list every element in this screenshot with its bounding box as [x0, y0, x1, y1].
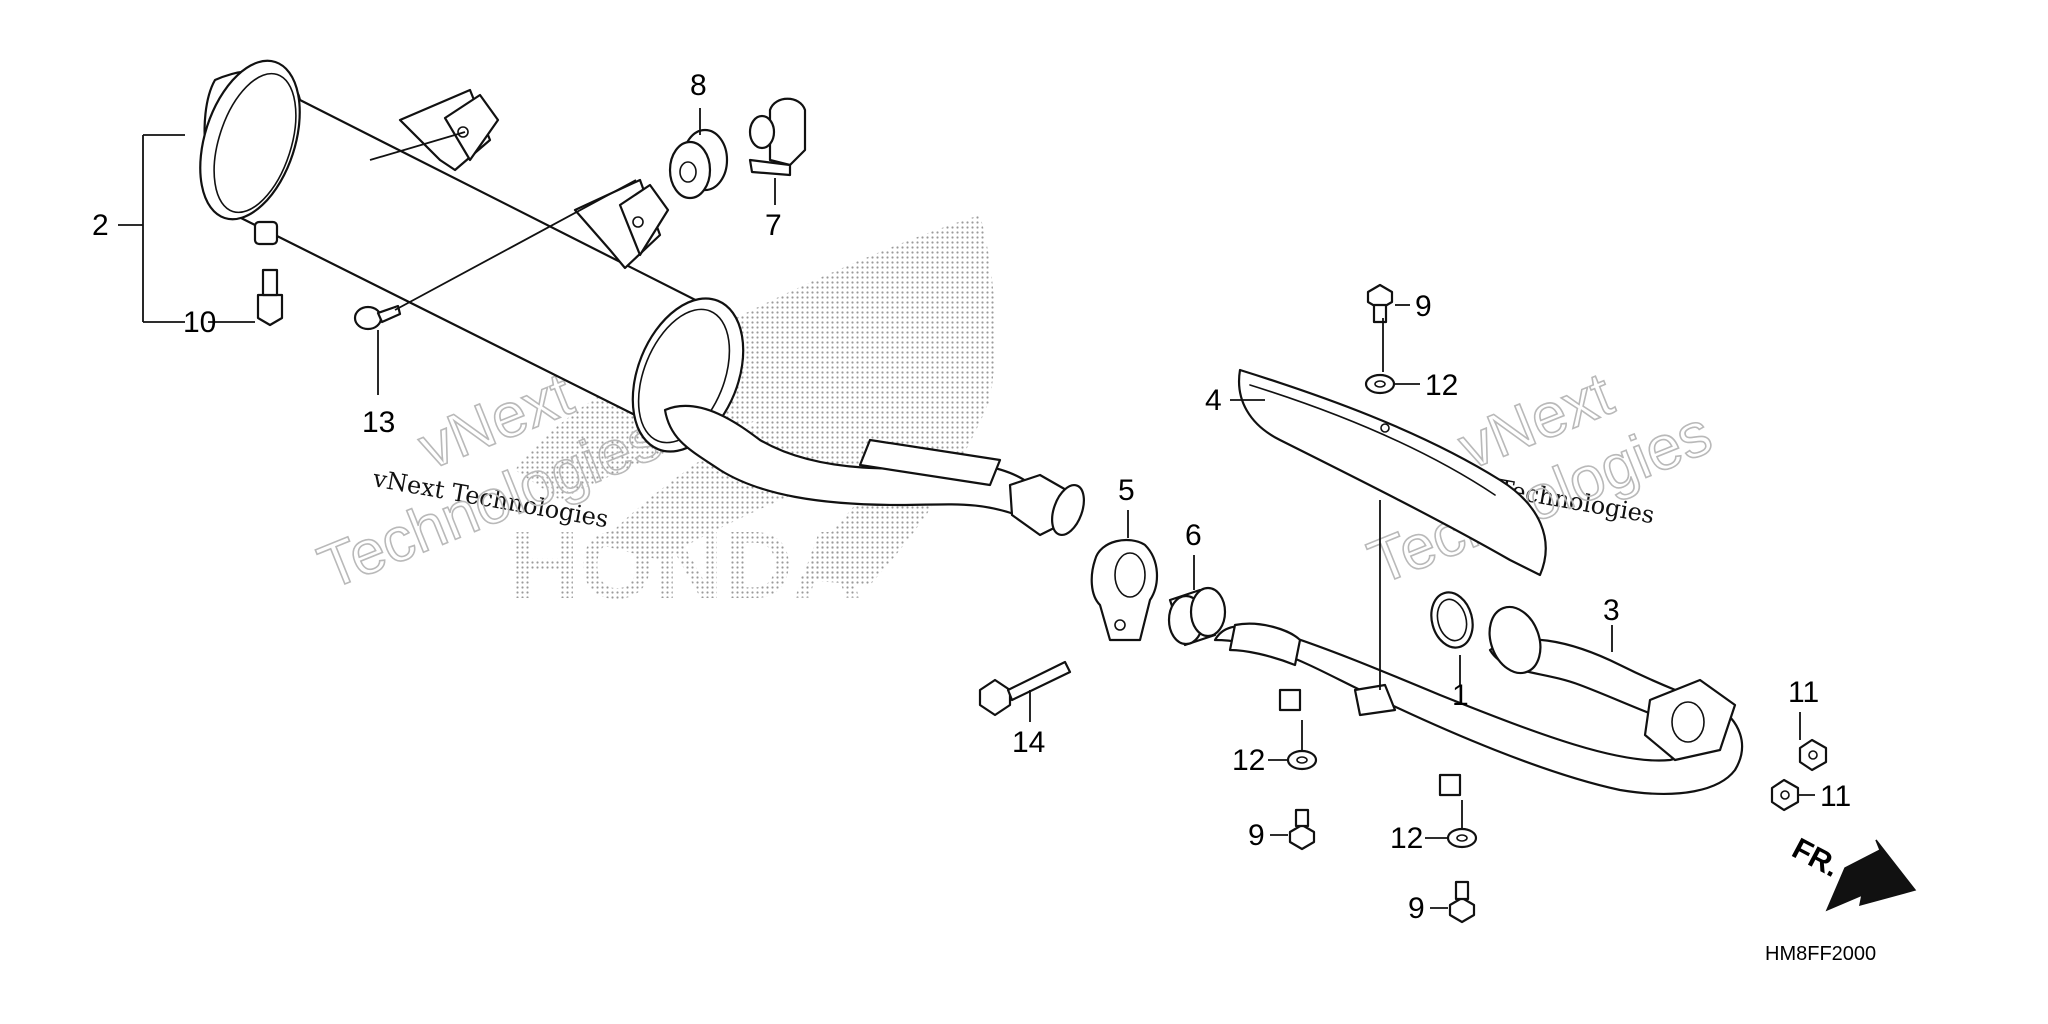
clamp-part — [1090, 538, 1159, 642]
callout-12-top: 12 — [1425, 369, 1458, 402]
callout-14: 14 — [1012, 726, 1045, 759]
gasket-ring-part — [1430, 591, 1474, 649]
callout-12-bottom: 12 — [1390, 822, 1423, 855]
leader-lines — [118, 108, 1815, 909]
callout-3: 3 — [1603, 594, 1620, 627]
callout-1: 1 — [1452, 679, 1469, 712]
callout-7: 7 — [765, 209, 782, 242]
front-arrow-icon — [1825, 839, 1917, 912]
callout-6: 6 — [1185, 519, 1202, 552]
callout-11-top: 11 — [1788, 676, 1819, 709]
callout-5: 5 — [1118, 474, 1135, 507]
diagram-code: HM8FF2000 — [1765, 943, 1876, 965]
front-direction-indicator: FR. — [1787, 832, 1917, 912]
fr-label: FR. — [1787, 832, 1845, 884]
callout-labels: 2 10 8 7 13 5 6 14 1 3 4 9 12 11 11 12 9… — [92, 69, 1851, 925]
callout-9-left: 9 — [1248, 819, 1265, 852]
callout-8: 8 — [690, 69, 707, 102]
grommet-part — [668, 128, 729, 200]
callout-10: 10 — [183, 306, 216, 339]
collar-part — [748, 97, 807, 177]
callout-4: 4 — [1205, 384, 1222, 417]
honda-logo-text: HONDA — [510, 512, 862, 619]
muffler-part — [199, 59, 1085, 537]
callout-11-bottom: 11 — [1820, 780, 1851, 813]
bolt-13-part — [353, 304, 402, 331]
callout-12-left: 12 — [1232, 744, 1265, 777]
heat-shield-part — [1237, 368, 1547, 577]
callout-2: 2 — [92, 209, 109, 242]
callout-9-bottom: 9 — [1408, 892, 1425, 925]
callout-13: 13 — [362, 406, 395, 439]
bolt-10-part — [256, 268, 284, 327]
gasket-sleeve-part — [1167, 586, 1227, 647]
exhaust-pipe-part — [1213, 605, 1744, 797]
callout-9-top: 9 — [1415, 290, 1432, 323]
bolt-14-part — [978, 660, 1072, 717]
